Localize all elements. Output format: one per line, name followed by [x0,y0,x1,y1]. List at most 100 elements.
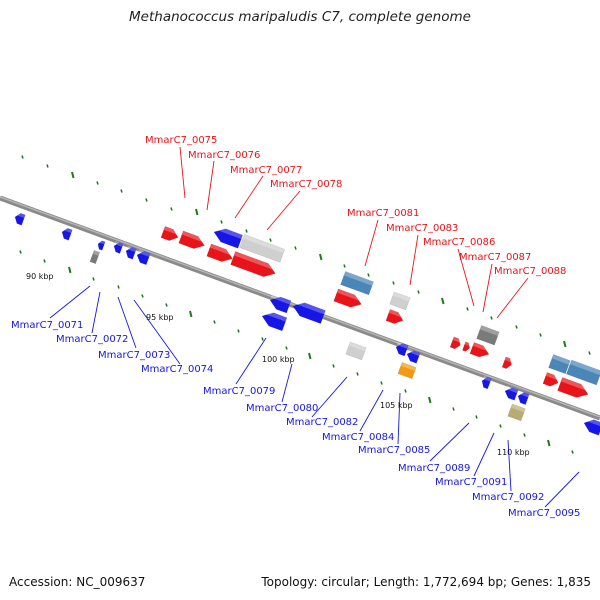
gene-feature[interactable] [260,309,288,332]
tick-marks [19,155,591,454]
gene-feature[interactable] [389,291,411,311]
gene-feature[interactable] [268,293,292,314]
tick-mark [261,337,264,341]
gene-feature[interactable] [112,241,124,254]
tick-mark [96,181,99,185]
tick-mark [367,273,370,277]
gene-feature[interactable] [397,362,417,380]
gene-feature[interactable] [507,403,526,422]
leader-line [49,285,91,319]
scale-label-90: 90 kbp [26,272,54,281]
gene-label-0086[interactable]: MmarC7_0086 [423,237,495,248]
gene-feature[interactable] [503,385,519,401]
leader-line [429,422,470,462]
gene-feature[interactable] [340,271,374,296]
gene-label-0084[interactable]: MmarC7_0084 [322,432,394,443]
gene-feature[interactable] [516,390,530,405]
tick-mark [213,320,216,324]
gene-feature[interactable] [291,299,326,324]
gene-feature[interactable] [476,325,500,346]
gene-feature[interactable] [394,341,409,357]
scale-label-105: 105 kbp [380,401,413,410]
gene-feature[interactable] [480,375,492,390]
gene-label-0078[interactable]: MmarC7_0078 [270,179,342,190]
tick-mark [21,155,24,159]
gene-label-0072[interactable]: MmarC7_0072 [56,334,128,345]
scale-label-100: 100 kbp [262,355,295,364]
gene-feature[interactable] [13,211,26,226]
tick-mark [308,352,312,360]
gene-label-0085[interactable]: MmarC7_0085 [358,445,430,456]
leader-line [133,299,181,365]
map-title: Methanococcus maripaludis C7, complete g… [129,9,471,25]
gene-label-0073[interactable]: MmarC7_0073 [98,350,170,361]
gene-feature[interactable] [557,377,591,400]
gene-feature[interactable] [206,243,235,265]
tick-mark [563,340,567,348]
gene-label-0082[interactable]: MmarC7_0082 [286,417,358,428]
tick-mark [452,407,455,411]
leader-line [206,160,215,211]
tick-mark [466,307,469,311]
gene-feature[interactable] [582,416,600,436]
gene-label-0071[interactable]: MmarC7_0071 [11,320,83,331]
gene-label-0077[interactable]: MmarC7_0077 [230,165,302,176]
leader-line [409,234,419,286]
tick-mark [19,250,22,254]
leader-line [179,146,186,199]
gene-feature[interactable] [501,356,514,370]
gene-label-0088[interactable]: MmarC7_0088 [494,266,566,277]
gene-label-0087[interactable]: MmarC7_0087 [459,252,531,263]
tick-mark [294,246,297,250]
gene-feature[interactable] [548,354,571,375]
gene-feature[interactable] [566,359,600,386]
tick-mark [71,171,75,179]
gene-label-0076[interactable]: MmarC7_0076 [188,150,260,161]
gene-feature[interactable] [542,372,561,388]
tick-mark [404,389,407,393]
gene-feature[interactable] [60,226,73,241]
gene-feature[interactable] [212,225,244,249]
tick-mark [475,415,478,419]
gene-feature[interactable] [405,348,421,364]
gene-feature[interactable] [469,342,491,359]
leader-line [496,277,529,319]
tick-mark [68,266,72,274]
gene-label-0083[interactable]: MmarC7_0083 [386,223,458,234]
gene-label-0089[interactable]: MmarC7_0089 [398,463,470,474]
tick-mark [523,433,526,437]
gene-label-0080[interactable]: MmarC7_0080 [246,403,318,414]
leader-line [457,248,475,307]
gene-feature[interactable] [124,245,137,260]
gene-feature[interactable] [462,341,472,353]
tick-mark [499,424,502,428]
gene-feature[interactable] [345,341,367,361]
leader-line [473,432,495,477]
leader-line [311,376,348,418]
gene-feature[interactable] [135,249,151,266]
tick-mark [588,351,591,355]
gene-feature[interactable] [239,234,286,263]
gene-feature[interactable] [230,251,278,280]
gene-feature[interactable] [333,288,364,311]
gene-label-0074[interactable]: MmarC7_0074 [141,364,213,375]
gene-label-0092[interactable]: MmarC7_0092 [472,492,544,503]
leader-line [359,389,384,432]
tick-mark [245,229,248,233]
tick-mark [343,264,346,268]
gene-label-0091[interactable]: MmarC7_0091 [435,477,507,488]
gene-feature[interactable] [89,250,101,265]
gene-feature[interactable] [449,336,463,350]
gene-feature[interactable] [96,239,106,251]
gene-shapes [13,211,600,436]
accession-text: Accession: NC_009637 [9,575,146,589]
gene-feature[interactable] [178,230,207,252]
gene-label-0081[interactable]: MmarC7_0081 [347,208,419,219]
gene-label-0075[interactable]: MmarC7_0075 [145,135,217,146]
gene-feature[interactable] [160,226,181,243]
gene-feature[interactable] [385,309,406,326]
tick-mark [515,325,518,329]
gene-label-0079[interactable]: MmarC7_0079 [203,386,275,397]
gene-label-0095[interactable]: MmarC7_0095 [508,508,580,519]
